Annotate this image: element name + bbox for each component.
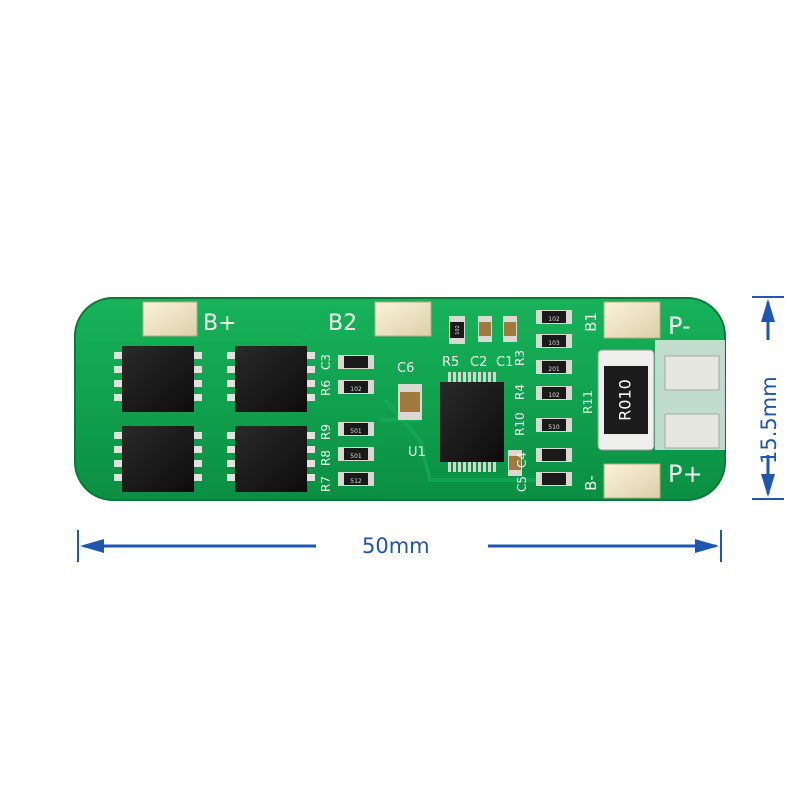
pad-b-minus bbox=[603, 463, 661, 499]
ic-pin bbox=[493, 462, 496, 472]
smd-components: 102 501 501 512 102 bbox=[338, 310, 572, 486]
mosfet-chip bbox=[227, 346, 315, 412]
ic-pin bbox=[488, 462, 491, 472]
resistor-r8: 501 bbox=[338, 447, 374, 461]
ic-pin bbox=[448, 372, 451, 382]
resistor-col-2: 103 bbox=[536, 334, 572, 348]
label-b1: B1 bbox=[582, 312, 600, 332]
svg-text:201: 201 bbox=[548, 366, 560, 373]
label-r4: R4 bbox=[513, 384, 527, 400]
svg-text:102: 102 bbox=[455, 325, 461, 335]
capacitor-c1 bbox=[503, 316, 517, 342]
label-r6: R6 bbox=[319, 380, 333, 396]
ic-pin bbox=[478, 462, 481, 472]
tab-p-minus bbox=[664, 355, 720, 391]
resistor-col-7 bbox=[536, 472, 572, 486]
resistor-r9: 501 bbox=[338, 422, 374, 436]
label-c6: C6 bbox=[397, 361, 414, 376]
svg-text:103: 103 bbox=[548, 340, 560, 347]
ic-pin bbox=[483, 462, 486, 472]
height-arrow-bottom bbox=[761, 474, 775, 497]
height-dimension-label: 15.5mm bbox=[757, 376, 781, 464]
label-r10: R10 bbox=[513, 412, 527, 436]
capacitor-c6 bbox=[398, 384, 422, 420]
resistor-col-4: 102 bbox=[536, 386, 572, 400]
mosfet-chip bbox=[114, 426, 202, 492]
dimension-height bbox=[752, 296, 784, 500]
ic-pin bbox=[453, 462, 456, 472]
height-arrow-top bbox=[761, 299, 775, 322]
svg-text:102: 102 bbox=[548, 316, 560, 323]
label-c4: C4 bbox=[515, 452, 529, 468]
resistor-col-1: 102 bbox=[536, 310, 572, 324]
ic-pin bbox=[468, 462, 471, 472]
silkscreen-labels: B+ B2 B1 B- P- P+ U1 C6 R5 C2 C1 R3 R4 R… bbox=[203, 311, 703, 492]
shunt-resistor: R010 bbox=[597, 349, 655, 451]
svg-text:102: 102 bbox=[548, 392, 560, 399]
tab-p-plus bbox=[664, 413, 720, 449]
pad-b1 bbox=[603, 301, 661, 339]
label-r7: R7 bbox=[319, 476, 333, 492]
label-r8: R8 bbox=[319, 450, 333, 466]
svg-text:512: 512 bbox=[350, 478, 362, 485]
label-p-plus: P+ bbox=[668, 460, 703, 488]
resistor-col-3: 201 bbox=[536, 360, 572, 374]
label-r3: R3 bbox=[513, 350, 527, 366]
ic-pin bbox=[463, 372, 466, 382]
resistor-r6 bbox=[338, 355, 374, 369]
svg-text:510: 510 bbox=[548, 424, 560, 431]
svg-text:501: 501 bbox=[350, 453, 362, 460]
label-b-plus: B+ bbox=[203, 311, 237, 336]
svg-text:501: 501 bbox=[350, 428, 362, 435]
label-c1: C1 bbox=[496, 355, 513, 370]
ic-pin bbox=[488, 372, 491, 382]
ic-pin bbox=[453, 372, 456, 382]
pad-b-plus bbox=[142, 301, 198, 337]
width-arrow-left bbox=[80, 539, 104, 553]
label-r9: R9 bbox=[319, 424, 333, 440]
ic-pin bbox=[458, 462, 461, 472]
mosfet-chip bbox=[227, 426, 315, 492]
width-dimension-label: 50mm bbox=[362, 534, 430, 558]
ic-pin bbox=[458, 372, 461, 382]
label-u1: U1 bbox=[408, 445, 426, 460]
label-b-minus: B- bbox=[582, 475, 600, 491]
ic-pin bbox=[473, 372, 476, 382]
ic-pin bbox=[478, 372, 481, 382]
ic-u1 bbox=[440, 372, 504, 472]
ic-body bbox=[440, 382, 504, 462]
capacitor-c4 bbox=[508, 450, 522, 476]
ic-pin bbox=[463, 462, 466, 472]
label-r5: R5 bbox=[442, 355, 459, 370]
ic-pin bbox=[493, 372, 496, 382]
label-r11: R11 bbox=[581, 390, 595, 414]
resistor-col-5: 510 bbox=[536, 418, 572, 432]
ic-pin bbox=[483, 372, 486, 382]
pad-b2 bbox=[374, 301, 432, 337]
resistor-c3-row: 102 bbox=[338, 380, 374, 394]
capacitor-c2 bbox=[478, 316, 492, 342]
resistor-r7: 512 bbox=[338, 472, 374, 486]
label-c2: C2 bbox=[470, 355, 487, 370]
ic-pin bbox=[468, 372, 471, 382]
label-b2: B2 bbox=[328, 311, 357, 336]
mosfet-chip bbox=[114, 346, 202, 412]
label-c5: C5 bbox=[515, 476, 529, 492]
solder-pads bbox=[142, 301, 720, 499]
label-c3: C3 bbox=[319, 354, 333, 370]
width-arrow-right bbox=[695, 539, 719, 553]
shunt-marking: R010 bbox=[616, 379, 635, 421]
mosfet-chips bbox=[114, 346, 315, 492]
resistor-r5: 102 bbox=[449, 316, 465, 344]
ic-pin bbox=[473, 462, 476, 472]
dimension-width bbox=[77, 530, 722, 562]
svg-text:102: 102 bbox=[350, 386, 362, 393]
ic-pin bbox=[448, 462, 451, 472]
label-p-minus: P- bbox=[668, 312, 691, 340]
resistor-col-6 bbox=[536, 448, 572, 462]
